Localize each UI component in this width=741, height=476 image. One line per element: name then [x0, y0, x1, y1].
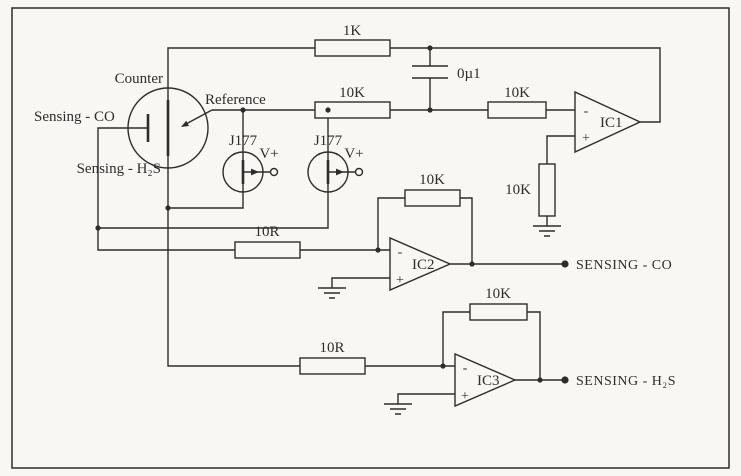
junction-dot [95, 225, 101, 231]
resistor-10r-ic3-input-value: 10R [319, 340, 344, 356]
junction-dot [325, 107, 331, 113]
output-co-label: SENSING - CO [576, 258, 672, 273]
junction-dot [240, 107, 246, 113]
ic2-feedback-net [377, 197, 473, 264]
op-amp-ic2-body [389, 236, 452, 292]
jfet-q1-supply-terminal [269, 167, 279, 177]
jfet-q2-supply-terminal [354, 167, 364, 177]
jfet-q2-gate-arrow-icon [336, 168, 344, 176]
jfet-q1-gate-arrow-icon [251, 168, 259, 176]
junction-dot [427, 107, 433, 113]
resistor-10r-ic3-input-body [299, 357, 366, 375]
capacitor-value: 0µ1 [457, 66, 481, 82]
ic2-name-label: IC2 [412, 257, 435, 273]
junction-dot [469, 261, 475, 267]
capacitor-plates [412, 65, 448, 79]
resistor-10k-ic1-input-value: 10K [504, 85, 530, 101]
sensing-co-label: Sensing - CO [34, 109, 115, 125]
ground-ic2-icon [318, 287, 346, 299]
op-amp-ic1-body [574, 90, 642, 154]
output-terminal-co [561, 260, 569, 268]
jfet-q2-supply-label: V+ [344, 146, 363, 162]
ic2-noninv-sign: + [396, 273, 404, 288]
op-amp-ic3-body [454, 352, 517, 408]
ic2-inv-sign: - [398, 245, 403, 260]
counter-label: Counter [115, 71, 163, 87]
ic2-noninv-net [331, 277, 390, 288]
resistor-1k-value: 1K [343, 23, 362, 39]
ic1-name-label: IC1 [600, 115, 623, 131]
resistor-10r-ic2-input-value: 10R [254, 224, 279, 240]
ic3-noninv-sign: + [461, 389, 469, 404]
ic3-noninv-net [397, 393, 455, 404]
resistor-10k-reference-body [314, 101, 391, 119]
resistor-10k-reference-value: 10K [339, 85, 365, 101]
output-h2s-label: SENSING - H₂S [576, 374, 676, 389]
resistor-10k-ic2-feedback-body [404, 189, 461, 207]
sensing-h2s-label: Sensing - H₂S [77, 161, 161, 177]
ic1-noninv-sign: + [582, 131, 590, 146]
resistor-10k-ic1-input-body [487, 101, 547, 119]
output-terminal-h2s [561, 376, 569, 384]
junction-dot [427, 45, 433, 51]
resistor-10k-ic1-noninv-body [538, 163, 556, 217]
jfet-q1-supply-label: V+ [259, 146, 278, 162]
junction-dot [440, 363, 446, 369]
jfet-q1-part-label: J177 [229, 133, 258, 149]
resistor-10k-ic2-feedback-value: 10K [419, 172, 445, 188]
reference-label: Reference [205, 92, 266, 108]
ic3-inv-sign: - [463, 361, 468, 376]
ic3-name-label: IC3 [477, 373, 500, 389]
ground-ic1-icon [533, 225, 561, 237]
jfet-q2-part-label: J177 [314, 133, 343, 149]
junction-dot [375, 247, 381, 253]
resistor-10k-ic3-feedback-body [469, 303, 528, 321]
resistor-10k-ic3-feedback-value: 10K [485, 286, 511, 302]
resistor-10k-ic1-noninv-value: 10K [505, 182, 531, 198]
ground-ic3-icon [384, 403, 412, 415]
reference-arrow-line [185, 109, 213, 125]
ic3-feedback-net [442, 311, 541, 380]
reference-arrowhead-icon [181, 120, 189, 127]
counter-feedback-net [167, 47, 661, 123]
junction-dot [165, 205, 171, 211]
diagram-border [11, 7, 730, 469]
ic1-inv-sign: - [584, 104, 589, 119]
resistor-1k-body [314, 39, 391, 57]
resistor-10r-ic2-input-body [234, 241, 301, 259]
junction-dot [537, 377, 543, 383]
